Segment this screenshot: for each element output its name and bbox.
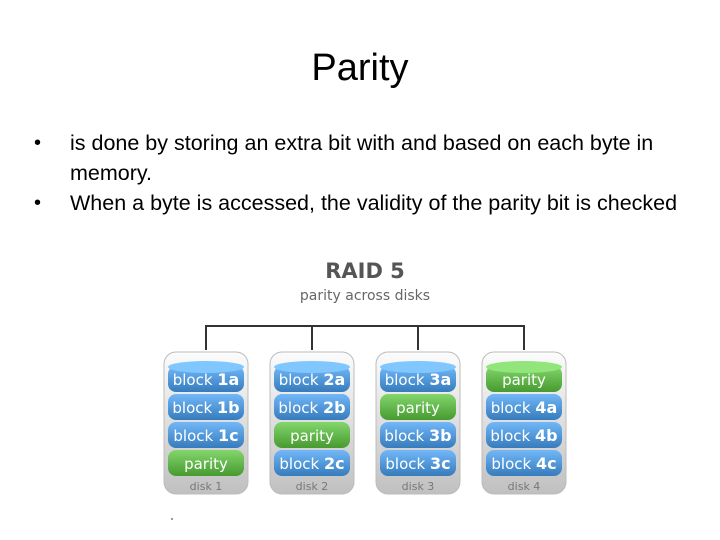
data-block — [274, 450, 350, 476]
bullet-list: • is done by storing an extra bit with a… — [30, 128, 680, 218]
data-block — [168, 366, 244, 392]
block-label: parity — [184, 455, 228, 473]
data-block — [486, 394, 562, 420]
bullet-text: When a byte is accessed, the validity of… — [70, 191, 678, 215]
block-label: block 4a — [491, 398, 558, 417]
disk-top-cap — [168, 361, 244, 373]
block-label: block 4c — [491, 454, 556, 473]
data-block — [486, 450, 562, 476]
data-block — [380, 366, 456, 392]
block-label: parity — [396, 399, 440, 417]
disk-label: disk 3 — [402, 480, 435, 493]
bullet-text: is done by storing an extra bit with and… — [70, 131, 654, 185]
parity-block — [380, 394, 456, 420]
block-label: block 1c — [173, 426, 238, 445]
block-label: block 2c — [279, 454, 344, 473]
data-block — [274, 366, 350, 392]
block-label: block 2b — [278, 398, 345, 417]
bullet-dot-icon: • — [34, 132, 42, 154]
block-label: block 3c — [385, 454, 450, 473]
data-block — [486, 422, 562, 448]
disk-label: disk 1 — [190, 480, 223, 493]
disk-1: block 1a block 1b block 1c parity disk 1 — [163, 351, 249, 495]
disk-label: disk 2 — [296, 480, 329, 493]
block-label: parity — [290, 427, 334, 445]
block-label: block 1b — [172, 398, 239, 417]
block-label: block 3b — [384, 426, 451, 445]
slide-title: Parity — [311, 47, 409, 89]
bullet-item: • When a byte is accessed, the validity o… — [30, 188, 680, 218]
stray-dot — [171, 518, 173, 520]
parity-block — [486, 366, 562, 392]
block-label: block 4b — [490, 426, 557, 445]
bullet-item: • is done by storing an extra bit with a… — [30, 128, 680, 188]
block-label: block 3a — [385, 370, 452, 389]
data-block — [380, 450, 456, 476]
disk-4: parity block 4a block 4b block 4c disk 4 — [481, 351, 567, 495]
disk-top-cap — [274, 361, 350, 373]
bullet-dot-icon: • — [34, 192, 42, 214]
data-block — [168, 422, 244, 448]
data-block — [380, 422, 456, 448]
disk-3: block 3a parity block 3b block 3c disk 3 — [375, 351, 461, 495]
parity-block — [168, 450, 244, 476]
block-label: parity — [502, 371, 546, 389]
bus-connector — [205, 325, 525, 350]
block-label: block 1a — [173, 370, 240, 389]
block-label: block 2a — [279, 370, 346, 389]
disk-label: disk 4 — [508, 480, 541, 493]
disk-2: block 2a block 2b parity block 2c disk 2 — [269, 351, 355, 495]
diagram-title: RAID 5 — [325, 259, 405, 283]
data-block — [274, 394, 350, 420]
data-block — [168, 394, 244, 420]
diagram-subtitle: parity across disks — [300, 288, 430, 304]
disk-top-cap — [380, 361, 456, 373]
parity-block — [274, 422, 350, 448]
disk-top-cap — [486, 361, 562, 373]
